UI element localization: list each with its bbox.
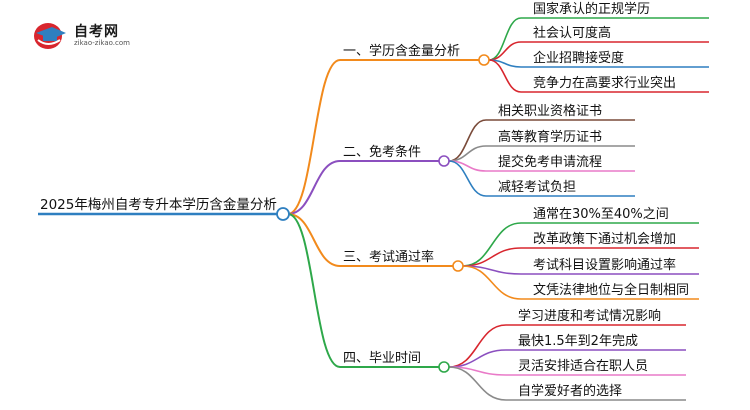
branch-label[interactable]: 二、免考条件 bbox=[343, 144, 421, 160]
leaf-connector bbox=[488, 17, 522, 61]
graduation-cap-icon bbox=[34, 23, 66, 49]
branch-node[interactable] bbox=[438, 155, 450, 167]
branch-connector bbox=[287, 59, 341, 215]
logo-title: 自考网 bbox=[74, 24, 119, 40]
logo-url: zikao-zikao.com bbox=[74, 39, 130, 47]
leaf-connector bbox=[462, 222, 522, 267]
branch-node[interactable] bbox=[438, 361, 450, 373]
logo: 自考网 zikao-zikao.com bbox=[30, 20, 150, 50]
leaf-label[interactable]: 相关职业资格证书 bbox=[498, 103, 602, 119]
branch-label[interactable]: 三、考试通过率 bbox=[343, 249, 434, 265]
branch-label[interactable]: 四、毕业时间 bbox=[343, 351, 421, 366]
leaf-connector bbox=[448, 119, 487, 162]
leaf-label[interactable]: 自学爱好者的选择 bbox=[518, 383, 622, 399]
leaf-label[interactable]: 企业招聘接受度 bbox=[533, 50, 624, 66]
leaf-label[interactable]: 提交免考申请流程 bbox=[498, 154, 602, 170]
leaf-label[interactable]: 竞争力在高要求行业突出 bbox=[533, 75, 676, 91]
leaf-label[interactable]: 减轻考试负担 bbox=[498, 180, 576, 195]
branch-connector bbox=[287, 213, 341, 267]
leaf-connector bbox=[448, 366, 507, 401]
leaf-connector bbox=[448, 160, 487, 197]
branch-node[interactable] bbox=[452, 260, 464, 272]
branch-connector bbox=[287, 213, 341, 368]
leaf-connector bbox=[462, 247, 522, 267]
leaf-connector bbox=[448, 324, 507, 368]
leaf-label[interactable]: 国家承认的正规学历 bbox=[533, 1, 650, 17]
leaf-connector bbox=[462, 265, 522, 300]
leaf-connector bbox=[448, 349, 507, 368]
leaf-label[interactable]: 改革政策下通过机会增加 bbox=[533, 231, 676, 247]
leaf-label[interactable]: 高等教育学历证书 bbox=[498, 129, 602, 145]
leaf-label[interactable]: 最快1.5年到2年完成 bbox=[518, 334, 638, 349]
leaf-label[interactable]: 考试科目设置影响通过率 bbox=[533, 257, 676, 273]
leaf-connector bbox=[488, 41, 522, 61]
branch-node[interactable] bbox=[478, 54, 490, 66]
leaf-label[interactable]: 社会认可度高 bbox=[533, 25, 611, 41]
branch-label[interactable]: 一、学历含金量分析 bbox=[343, 43, 460, 59]
leaf-label[interactable]: 学习进度和考试情况影响 bbox=[518, 308, 661, 324]
branch-connector bbox=[287, 160, 341, 215]
root-node[interactable] bbox=[276, 207, 290, 221]
leaf-connector bbox=[488, 59, 522, 93]
root-label[interactable]: 2025年梅州自考专升本学历含金量分析 bbox=[40, 197, 277, 213]
leaf-label[interactable]: 文凭法律地位与全日制相同 bbox=[533, 282, 689, 298]
leaf-label[interactable]: 灵活安排适合在职人员 bbox=[518, 359, 648, 374]
leaf-label[interactable]: 通常在30%至40%之间 bbox=[533, 207, 669, 222]
